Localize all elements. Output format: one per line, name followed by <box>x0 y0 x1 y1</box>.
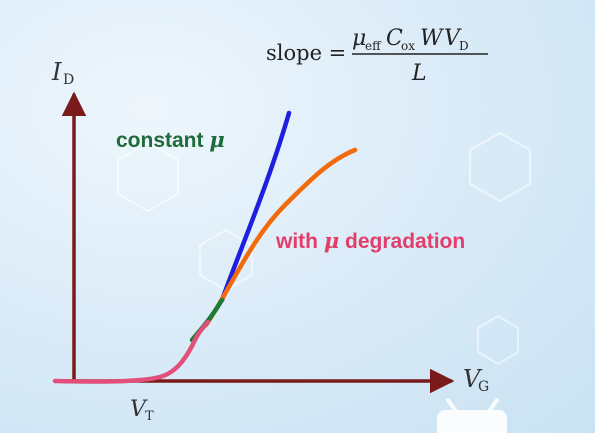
formula-w: W <box>420 26 445 51</box>
formula-l: L <box>411 61 427 86</box>
mu-degradation-label: with μ degradation <box>275 228 465 253</box>
formula-mu-sub: eff <box>365 39 382 53</box>
hexagon-shape <box>117 141 179 213</box>
formula-v: V <box>444 26 462 51</box>
constant-mu-label: constant μ <box>116 127 225 152</box>
formula-c: C <box>386 26 403 51</box>
mu-degradation-curve <box>203 147 358 328</box>
curves <box>52 110 358 384</box>
threshold-label-sub: T <box>145 409 154 424</box>
constant-mu-curve <box>219 110 292 303</box>
y-axis-label-sub: D <box>63 72 74 88</box>
slope-formula: slope = μ eff C ox W V D L <box>266 26 488 86</box>
hexagon-shape <box>199 228 253 292</box>
x-axis-label: V <box>463 365 483 393</box>
background-hexagons <box>117 131 531 366</box>
formula-lhs: slope = <box>266 41 346 65</box>
x-axis-label-sub: G <box>478 379 489 395</box>
formula-c-sub: ox <box>401 39 415 53</box>
threshold-label: V <box>130 397 148 422</box>
subthreshold-curve <box>52 319 211 384</box>
hexagon-shape <box>477 314 519 366</box>
curve-labels: constant μ with μ degradation <box>116 127 465 253</box>
robot-mascot-icon <box>437 398 507 433</box>
axis-labels: I D V G V T <box>51 58 489 424</box>
formula-v-sub: D <box>459 39 469 53</box>
formula-mu: μ <box>352 26 366 51</box>
hexagon-shape <box>469 131 531 203</box>
y-axis-label: I <box>51 58 62 86</box>
